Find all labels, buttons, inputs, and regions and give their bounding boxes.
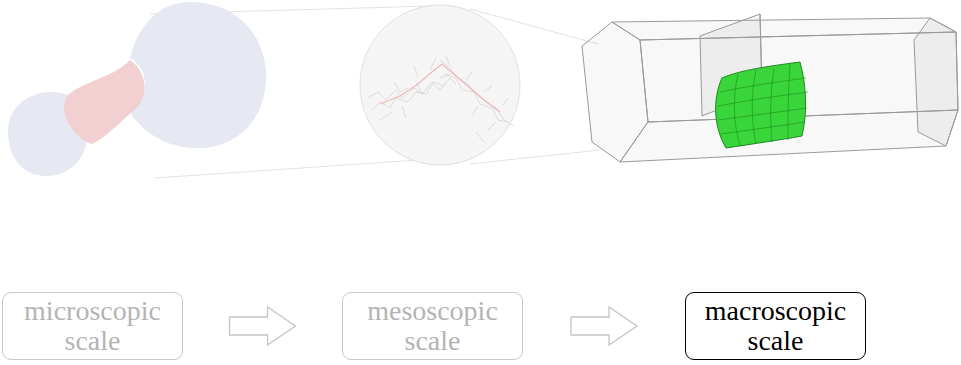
scale-label: mesoscopic scale <box>349 296 516 356</box>
zoom-line <box>155 160 418 178</box>
block-arrow <box>571 307 637 345</box>
block-arrow <box>230 307 296 345</box>
cell-blobs <box>8 2 266 176</box>
scale-label: macroscopic scale <box>692 296 859 356</box>
scale-label: microscopic scale <box>9 296 176 356</box>
domain-box <box>582 14 958 162</box>
zoom-line <box>470 150 600 164</box>
green-surface <box>716 62 808 148</box>
scale-box: mesoscopic scale <box>342 292 523 360</box>
cell-cone <box>64 60 145 144</box>
cell-large <box>128 2 266 148</box>
network-sphere <box>360 5 520 165</box>
scale-box: microscopic scale <box>2 292 183 360</box>
scale-box: macroscopic scale <box>685 292 866 360</box>
